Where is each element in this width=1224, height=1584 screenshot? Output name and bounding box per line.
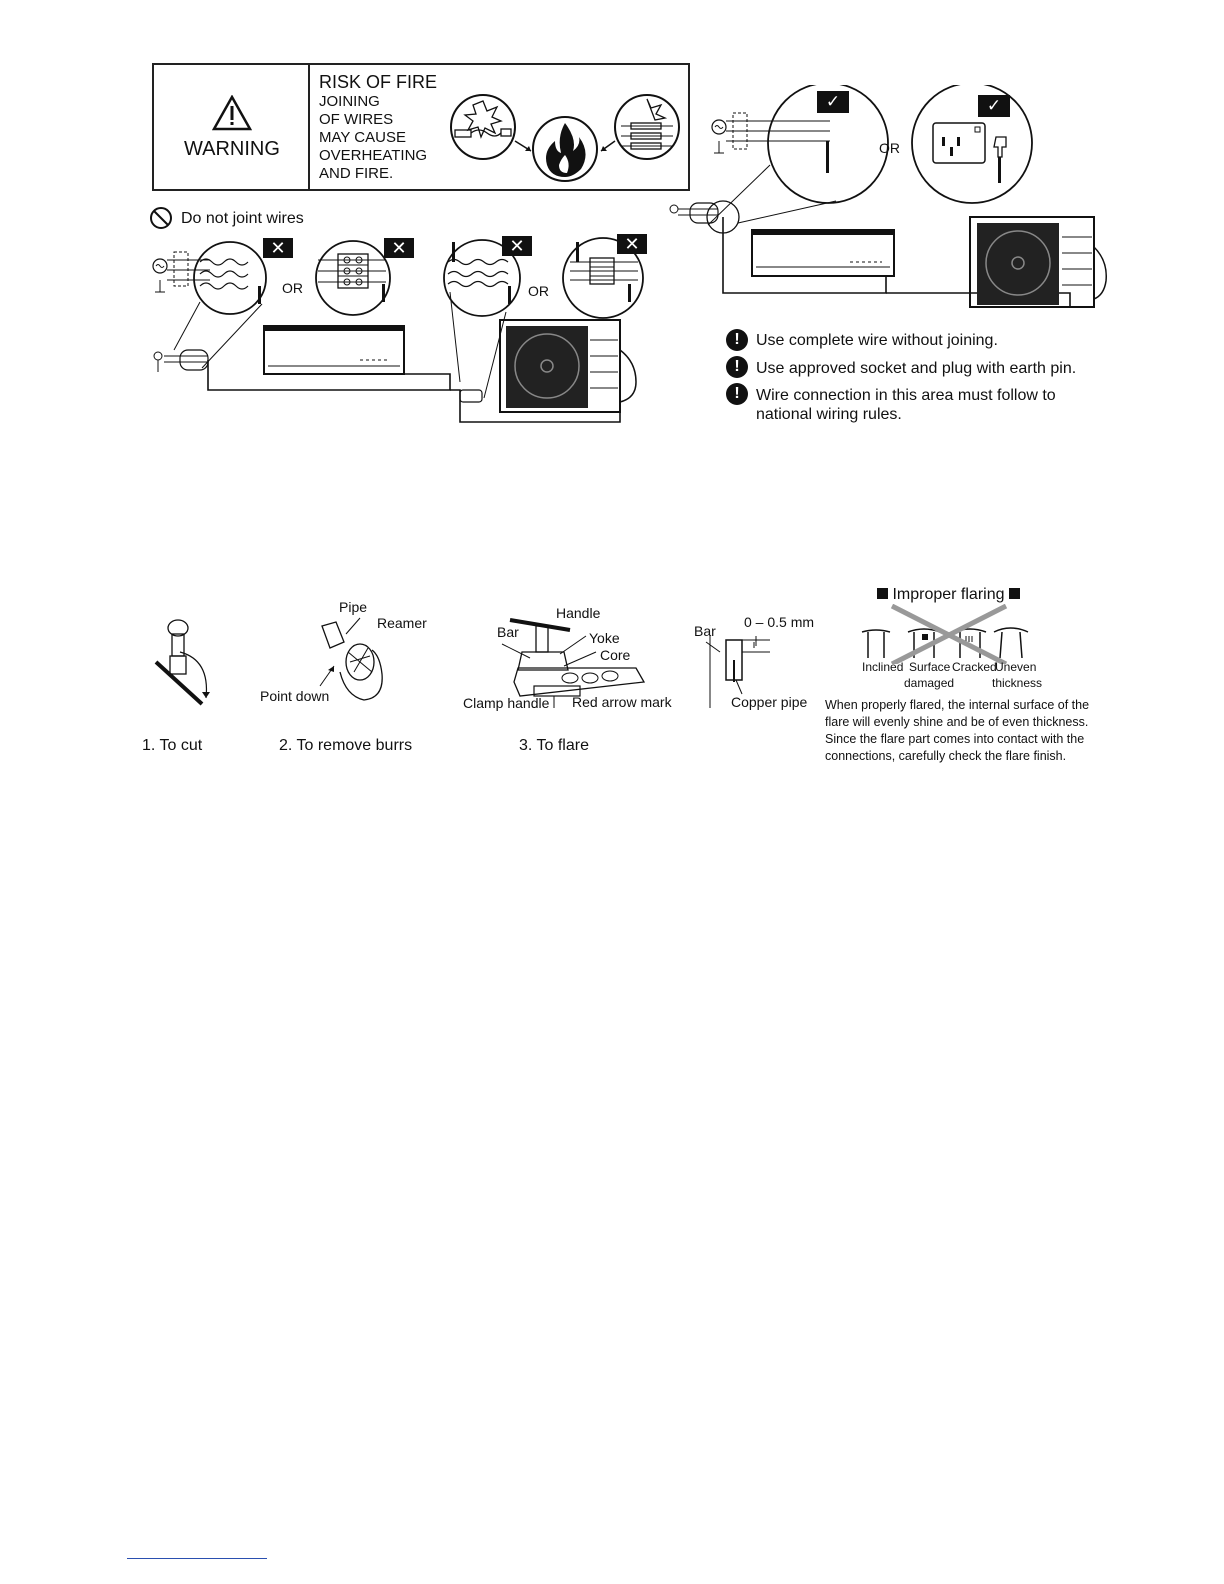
prohibited-badge: ✕ [384, 238, 414, 258]
improper-flare-shapes [861, 604, 1029, 664]
warning-box [152, 63, 690, 191]
label-reamer: Reamer [377, 615, 427, 631]
prohibition-label: Do not joint wires [181, 210, 304, 227]
or-label: OR [528, 283, 549, 299]
approved-badge: ✓ [817, 91, 849, 113]
correct-wiring-illustration [669, 85, 1107, 308]
caution-icon: ! [726, 383, 748, 405]
label-handle: Handle [556, 605, 601, 621]
warning-line: OVERHEATING [319, 147, 428, 164]
prohibited-badge: ✕ [617, 234, 647, 254]
prohibited-wiring-illustration [152, 237, 644, 423]
label-yoke: Yoke [589, 630, 620, 646]
fire-hazard-illustration [450, 94, 680, 182]
approved-badge: ✓ [978, 95, 1010, 117]
prohibited-badge: ✕ [502, 236, 532, 256]
prohibition-icon [150, 207, 172, 229]
note-text-continuation: national wiring rules. [756, 406, 902, 423]
warning-line: OF WIRES [319, 111, 394, 128]
improper-type-label: Surface [909, 660, 951, 674]
label-clamp-handle: Clamp handle [463, 695, 550, 711]
improper-type-label: damaged [904, 676, 955, 690]
or-label: OR [879, 140, 900, 156]
note-text: Use approved socket and plug with earth … [756, 360, 1077, 377]
warning-line: JOINING [319, 93, 380, 110]
flare-note-line: connections, carefully check the flare f… [825, 749, 1067, 763]
label-red-arrow-mark: Red arrow mark [572, 694, 672, 710]
flare-note-line: When properly flared, the internal surfa… [825, 698, 1090, 712]
label-copper-pipe: Copper pipe [731, 694, 808, 710]
improper-type-label: Cracked [952, 660, 997, 674]
improper-type-label: Uneven [995, 660, 1037, 674]
label-bar: Bar [694, 623, 716, 639]
warning-title: RISK OF FIRE [319, 72, 438, 92]
label-point-down: Point down [260, 688, 330, 704]
improper-type-label: thickness [992, 676, 1043, 690]
step-label: 3. To flare [519, 737, 589, 754]
warning-line: AND FIRE. [319, 165, 394, 182]
step-label: 1. To cut [142, 737, 203, 754]
note-text: Use complete wire without joining. [756, 332, 998, 349]
step-label: 2. To remove burrs [279, 737, 413, 754]
note-text: Wire connection in this area must follow… [756, 387, 1056, 404]
label-bar: Bar [497, 624, 519, 640]
flare-note-line: Since the flare part comes into contact … [825, 732, 1085, 746]
label-pipe: Pipe [339, 599, 368, 615]
label-gap: 0 – 0.5 mm [744, 614, 815, 630]
warning-label: WARNING [184, 138, 280, 160]
flare-note-line: flare will evenly shine and be of even t… [825, 715, 1089, 729]
improper-flaring-title: Improper flaring [877, 587, 1020, 603]
warning-triangle-icon [212, 95, 252, 131]
warning-divider [308, 63, 310, 191]
warning-line: MAY CAUSE [319, 129, 406, 146]
improper-flaring-title-text: Improper flaring [892, 586, 1005, 603]
or-label: OR [282, 280, 303, 296]
caution-icon: ! [726, 356, 748, 378]
prohibited-badge: ✕ [263, 238, 293, 258]
footer-rule [127, 1558, 267, 1559]
label-core: Core [600, 647, 631, 663]
improper-type-label: Inclined [862, 660, 904, 674]
flaring-tools-illustration [154, 617, 770, 708]
caution-icon: ! [726, 329, 748, 351]
